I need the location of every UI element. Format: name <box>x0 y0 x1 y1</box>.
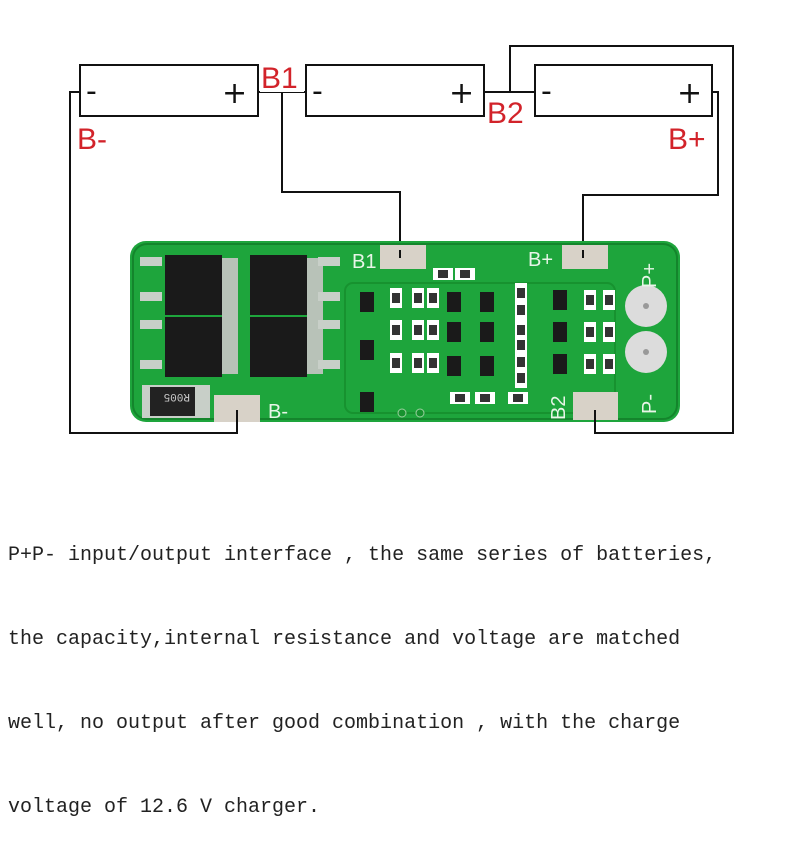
silk-b-minus: B- <box>268 401 288 423</box>
resistor-body <box>414 293 422 303</box>
battery-positive: + <box>677 76 702 111</box>
battery-positive: + <box>449 76 474 111</box>
resistor-body <box>429 325 437 335</box>
resistor-body <box>605 359 613 369</box>
resistor-body <box>586 327 594 337</box>
protection-board: R005 B1 B+ B- B2 P+ P- <box>130 241 680 423</box>
battery-positive: + <box>222 76 247 111</box>
ic-chip <box>360 292 374 312</box>
smd-components <box>344 268 616 418</box>
mosfets <box>140 255 340 377</box>
resistor-body <box>586 359 594 369</box>
resistor-body <box>517 340 525 350</box>
ic-chip <box>360 392 374 412</box>
description-line: well, no output after good combination ,… <box>8 712 681 735</box>
ic-chip <box>447 292 461 312</box>
battery-2: - + <box>305 64 485 117</box>
pad-b-plus <box>562 245 608 269</box>
ic-chip <box>480 322 494 342</box>
resistor-body <box>429 293 437 303</box>
label-b2: B2 <box>487 97 524 130</box>
resistor-body <box>460 270 470 278</box>
silk-b-plus: B+ <box>528 249 553 271</box>
wiring-diagram: - + - + - + B1 B2 B- B+ <box>69 45 734 434</box>
resistor-body <box>480 394 490 402</box>
resistor-body <box>517 357 525 367</box>
resistor-body <box>392 325 400 335</box>
silk-p-minus: P- <box>639 394 661 414</box>
ic-chip <box>447 322 461 342</box>
description-line: P+P- input/output interface , the same s… <box>8 544 717 567</box>
resistor-body <box>517 373 525 383</box>
ic-chip <box>447 356 461 376</box>
resistor-body <box>517 305 525 315</box>
resistor-body <box>517 288 525 298</box>
description-line: voltage of 12.6 V charger. <box>8 796 321 819</box>
wire-b1-pad <box>281 92 401 250</box>
resistor-body <box>513 394 523 402</box>
resistor-body <box>429 358 437 368</box>
component-area <box>344 282 616 414</box>
resistor-body <box>455 394 465 402</box>
battery-1: - + <box>79 64 259 117</box>
battery-negative: - <box>541 74 552 109</box>
label-b-minus: B- <box>77 123 107 156</box>
resistor-body <box>392 358 400 368</box>
silk-p-plus: P+ <box>639 263 661 288</box>
silk-b2: B2 <box>548 396 570 420</box>
wire-b-plus <box>582 91 719 250</box>
silk-b1: B1 <box>352 251 376 273</box>
label-b-plus: B+ <box>668 123 706 156</box>
description: P+P- input/output interface , the same s… <box>8 486 716 850</box>
via <box>397 408 407 418</box>
battery-3: - + <box>534 64 713 117</box>
ic-chip <box>553 322 567 342</box>
resistor-body <box>414 325 422 335</box>
resistor-body <box>605 295 613 305</box>
ic-chip <box>480 292 494 312</box>
ic-chip <box>553 290 567 310</box>
resistor-label: R005 <box>164 390 190 402</box>
label-b1: B1 <box>261 62 298 95</box>
resistor-body <box>438 270 448 278</box>
via <box>415 408 425 418</box>
description-line: the capacity,internal resistance and vol… <box>8 628 681 651</box>
battery-negative: - <box>312 74 323 109</box>
ic-chip <box>360 340 374 360</box>
resistor-body <box>586 295 594 305</box>
battery-negative: - <box>86 74 97 109</box>
pad-wire-ends <box>236 250 596 433</box>
ic-chip <box>553 354 567 374</box>
ic-chip <box>480 356 494 376</box>
resistor-body <box>517 325 525 335</box>
resistor-body <box>414 358 422 368</box>
resistor-body <box>605 327 613 337</box>
resistor-body <box>392 293 400 303</box>
pad-b1 <box>380 245 426 269</box>
